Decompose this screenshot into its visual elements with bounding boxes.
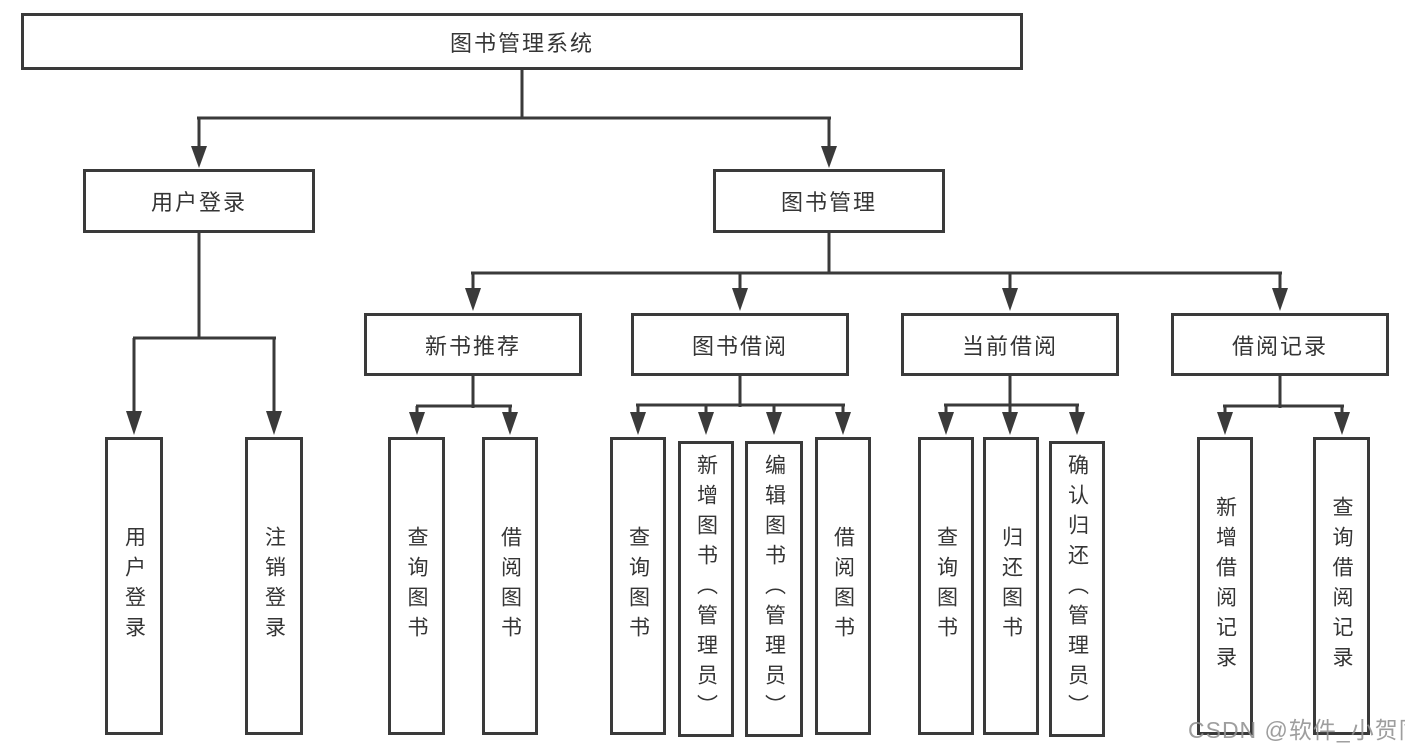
connector-book-borrow-branch	[630, 376, 851, 435]
leaf-query-books-recommend: 查询图书	[388, 437, 445, 735]
arrowhead	[1217, 412, 1233, 435]
arrowhead	[1069, 412, 1085, 435]
arrowhead	[1272, 288, 1288, 311]
node-current-borrow: 当前借阅	[901, 313, 1119, 376]
connector-new-book-recommend-branch	[409, 376, 518, 435]
arrowhead	[502, 412, 518, 435]
leaf-user-login: 用户登录	[105, 437, 163, 735]
leaf-add-borrow-record: 新增借阅记录	[1197, 437, 1253, 735]
node-user-login: 用户登录	[83, 169, 315, 233]
leaf-query-books-borrow: 查询图书	[610, 437, 666, 735]
connector-book-management-branch	[465, 233, 1288, 311]
node-book-management: 图书管理	[713, 169, 945, 233]
arrowhead	[835, 412, 851, 435]
connector-root-branch	[191, 69, 837, 168]
leaf-borrow-books-borrow: 借阅图书	[815, 437, 871, 735]
leaf-query-books-current: 查询图书	[918, 437, 974, 735]
connector-borrow-records-branch	[1217, 376, 1350, 435]
arrowhead	[766, 412, 782, 435]
node-new-book-recommend: 新书推荐	[364, 313, 582, 376]
leaf-query-borrow-record: 查询借阅记录	[1313, 437, 1370, 735]
arrowhead	[465, 288, 481, 311]
node-borrow-records: 借阅记录	[1171, 313, 1389, 376]
arrowhead	[698, 412, 714, 435]
csdn-watermark: CSDN @软件_小贺同学	[1188, 717, 1405, 743]
node-library-management-system: 图书管理系统	[21, 13, 1023, 70]
arrowhead	[409, 412, 425, 435]
arrowhead	[630, 412, 646, 435]
arrowhead	[732, 288, 748, 311]
arrowhead	[821, 146, 837, 168]
node-book-borrow: 图书借阅	[631, 313, 849, 376]
leaf-borrow-books-recommend: 借阅图书	[482, 437, 538, 735]
arrowhead	[938, 412, 954, 435]
arrowhead	[191, 146, 207, 168]
connector-user-login-branch	[126, 233, 282, 435]
leaf-confirm-return-admin: 确认归还（管理员）	[1049, 441, 1105, 737]
arrowhead	[126, 411, 142, 435]
arrowhead	[1002, 412, 1018, 435]
arrowhead	[1334, 412, 1350, 435]
leaf-add-book-admin: 新增图书（管理员）	[678, 441, 734, 737]
leaf-return-book: 归还图书	[983, 437, 1039, 735]
leaf-logout: 注销登录	[245, 437, 303, 735]
arrowhead	[1002, 288, 1018, 311]
arrowhead	[266, 411, 282, 435]
leaf-edit-book-admin: 编辑图书（管理员）	[745, 441, 803, 737]
connector-current-borrow-branch	[938, 376, 1085, 435]
